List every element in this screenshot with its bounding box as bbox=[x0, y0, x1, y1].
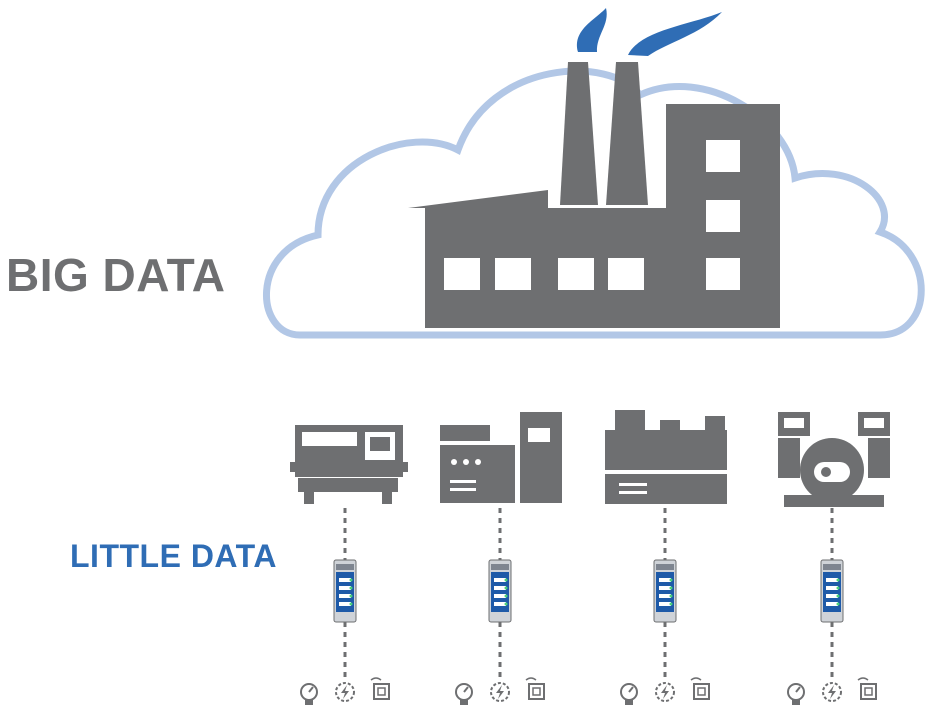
temperature-sensor-icon bbox=[857, 677, 877, 700]
sensor-icons-row bbox=[620, 677, 710, 705]
sensor-icons-row bbox=[300, 677, 390, 705]
vibration-sensor-icon bbox=[335, 682, 355, 702]
iot-gateway-device-icon bbox=[820, 559, 844, 623]
temperature-sensor-icon bbox=[690, 677, 710, 700]
lathe-machine-icon bbox=[605, 410, 727, 504]
sensor-icons-row bbox=[787, 677, 877, 705]
big-data-label: BIG DATA bbox=[6, 249, 226, 301]
machine-column-4 bbox=[778, 412, 890, 705]
factory-windows bbox=[444, 140, 740, 290]
pressure-gauge-icon bbox=[787, 683, 805, 705]
temperature-sensor-icon bbox=[370, 677, 390, 700]
vibration-sensor-icon bbox=[490, 682, 510, 702]
factory-icon bbox=[408, 62, 780, 328]
iot-gateway-device-icon bbox=[488, 559, 512, 623]
pressure-gauge-icon bbox=[300, 683, 318, 705]
smoke-left bbox=[577, 8, 607, 52]
pressure-gauge-icon bbox=[455, 683, 473, 705]
smoke-right bbox=[628, 12, 722, 56]
pressure-gauge-icon bbox=[620, 683, 638, 705]
little-data-label: LITTLE DATA bbox=[70, 538, 277, 574]
iot-gateway-device-icon bbox=[333, 559, 357, 623]
temperature-sensor-icon bbox=[525, 677, 545, 700]
packaging-machine-icon bbox=[440, 412, 562, 503]
machine-column-1 bbox=[290, 425, 408, 705]
cnc-machine-icon bbox=[290, 425, 408, 504]
machine-column-2 bbox=[440, 412, 562, 705]
vibration-sensor-icon bbox=[655, 682, 675, 702]
iot-gateway-device-icon bbox=[653, 559, 677, 623]
sensor-icons-row bbox=[455, 677, 545, 705]
machine-column-3 bbox=[605, 410, 727, 705]
vibration-sensor-icon bbox=[822, 682, 842, 702]
robot-machine-icon bbox=[778, 412, 890, 507]
